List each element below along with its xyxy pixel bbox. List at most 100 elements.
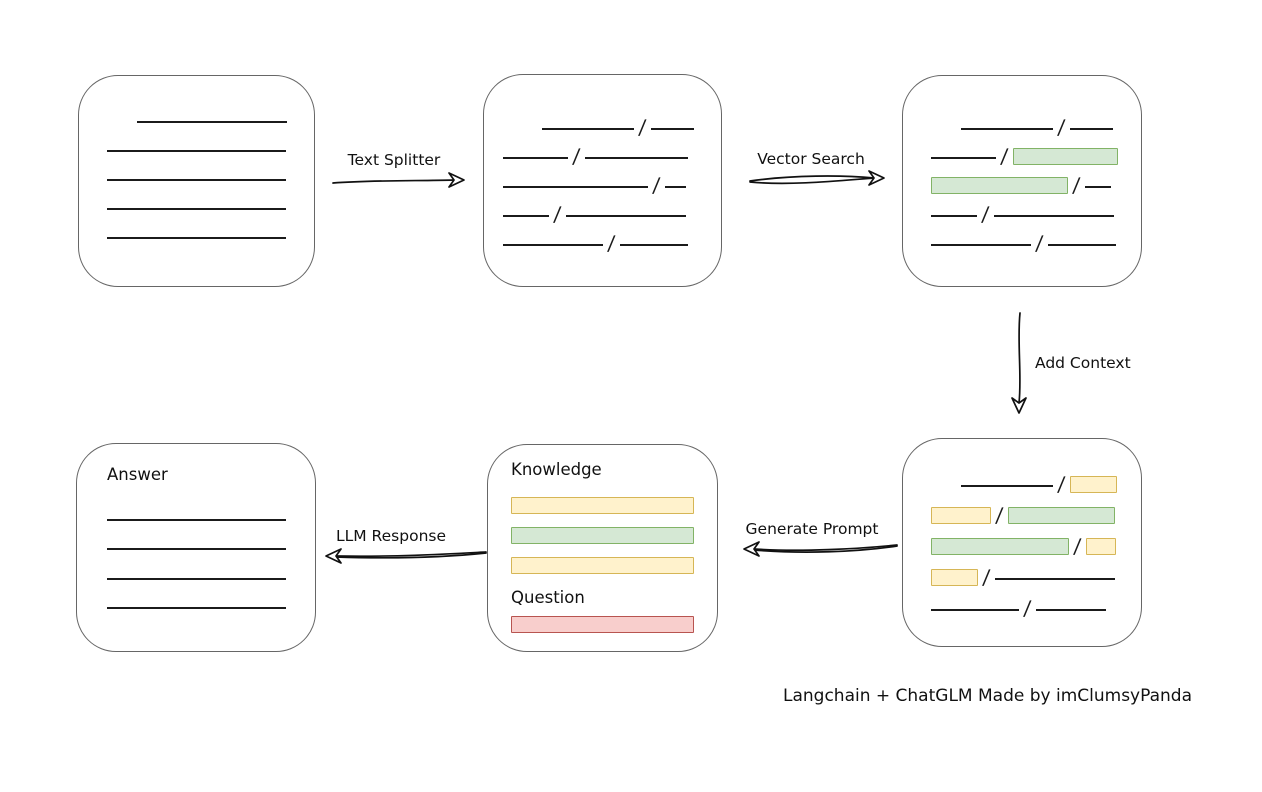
content-row: / [503, 195, 721, 226]
text-line [107, 607, 286, 609]
content-row [137, 101, 314, 130]
slash-separator: / [637, 115, 648, 139]
text-line [1069, 128, 1113, 130]
slash-separator: / [1056, 115, 1067, 139]
content-row: / [931, 224, 1141, 255]
text-line [664, 186, 686, 188]
content-row: / [931, 166, 1141, 197]
green-chunk [931, 538, 1069, 555]
slash-separator: / [1022, 596, 1033, 620]
text-line [993, 215, 1114, 217]
yellow-chunk [511, 557, 694, 574]
content-row [511, 616, 717, 646]
text-line [503, 215, 549, 217]
content-row [107, 159, 314, 188]
text-line [1047, 244, 1116, 246]
text-line [1084, 186, 1111, 188]
content-row: / [931, 137, 1141, 168]
slash-separator: / [999, 144, 1010, 168]
slash-separator: / [651, 173, 662, 197]
content-row [107, 130, 314, 159]
diagram-caption: Langchain + ChatGLM Made by imClumsyPand… [783, 686, 1192, 706]
yellow-chunk [1085, 538, 1116, 555]
content-row: / [931, 525, 1141, 558]
text-line [994, 578, 1115, 580]
content-row: / [931, 556, 1141, 589]
green-chunk [1007, 507, 1115, 524]
content-row: / [503, 166, 721, 197]
slash-separator: / [606, 231, 617, 255]
yellow-chunk [931, 507, 991, 524]
slash-separator: / [994, 503, 1005, 527]
yellow-chunk [1069, 476, 1117, 493]
text-line [565, 215, 686, 217]
content-row [107, 217, 314, 246]
content-row [107, 528, 315, 558]
answer-label: Answer [107, 465, 168, 484]
green-chunk [511, 527, 694, 544]
text-splitter-arrow [332, 172, 465, 188]
generate-prompt-label: Generate Prompt [745, 520, 879, 538]
content-row [107, 587, 315, 617]
content-row: / [503, 137, 721, 168]
text-line [931, 215, 977, 217]
add-context-arrow [1011, 312, 1027, 414]
slash-separator: / [1071, 173, 1082, 197]
content-row: / [931, 195, 1141, 226]
text-line [542, 128, 634, 130]
text-line [961, 128, 1053, 130]
text-line [619, 244, 688, 246]
content-row: / [931, 587, 1141, 620]
text-line [503, 157, 568, 159]
text-line [503, 244, 603, 246]
text-line [107, 237, 286, 239]
answer-lines [107, 498, 315, 616]
content-row: / [542, 108, 721, 139]
text-splitter-label: Text Splitter [347, 151, 441, 169]
text-line [107, 548, 286, 550]
red-chunk [511, 616, 694, 633]
text-line [1035, 609, 1106, 611]
slash-separator: / [980, 202, 991, 226]
content-row [511, 527, 717, 557]
text-line [931, 157, 996, 159]
content-row: / [931, 494, 1141, 527]
knowledge-label: Knowledge [511, 460, 602, 479]
context-chunks-box: / / / / / [902, 438, 1142, 647]
content-row: / [961, 463, 1141, 496]
slash-separator: / [571, 144, 582, 168]
text-line [650, 128, 694, 130]
matched-chunks-box: / / / / / [902, 75, 1142, 287]
text-line [931, 244, 1031, 246]
llm-response-label: LLM Response [335, 527, 446, 545]
slash-separator: / [1072, 534, 1083, 558]
vector-search-label: Vector Search [757, 150, 865, 168]
knowledge-bars [511, 497, 717, 587]
text-line [107, 208, 286, 210]
content-row: / [961, 108, 1141, 139]
text-line [107, 150, 286, 152]
answer-box: Answer [76, 443, 316, 652]
source-document-box [78, 75, 315, 287]
content-row [511, 557, 717, 587]
question-label: Question [511, 588, 585, 607]
text-line [961, 485, 1053, 487]
yellow-chunk [931, 569, 978, 586]
vector-search-arrow [749, 170, 885, 186]
text-line [931, 609, 1019, 611]
llm-response-arrow [325, 548, 487, 564]
text-line [584, 157, 688, 159]
slash-separator: / [1034, 231, 1045, 255]
question-bars [511, 616, 717, 646]
slash-separator: / [981, 565, 992, 589]
content-row [107, 557, 315, 587]
add-context-label: Add Context [1035, 354, 1131, 372]
prompt-box: Knowledge Question [487, 444, 718, 652]
text-line [107, 179, 286, 181]
slash-separator: / [1056, 472, 1067, 496]
content-row: / [503, 224, 721, 255]
content-row [107, 498, 315, 528]
generate-prompt-arrow [743, 541, 898, 557]
text-line [137, 121, 287, 123]
